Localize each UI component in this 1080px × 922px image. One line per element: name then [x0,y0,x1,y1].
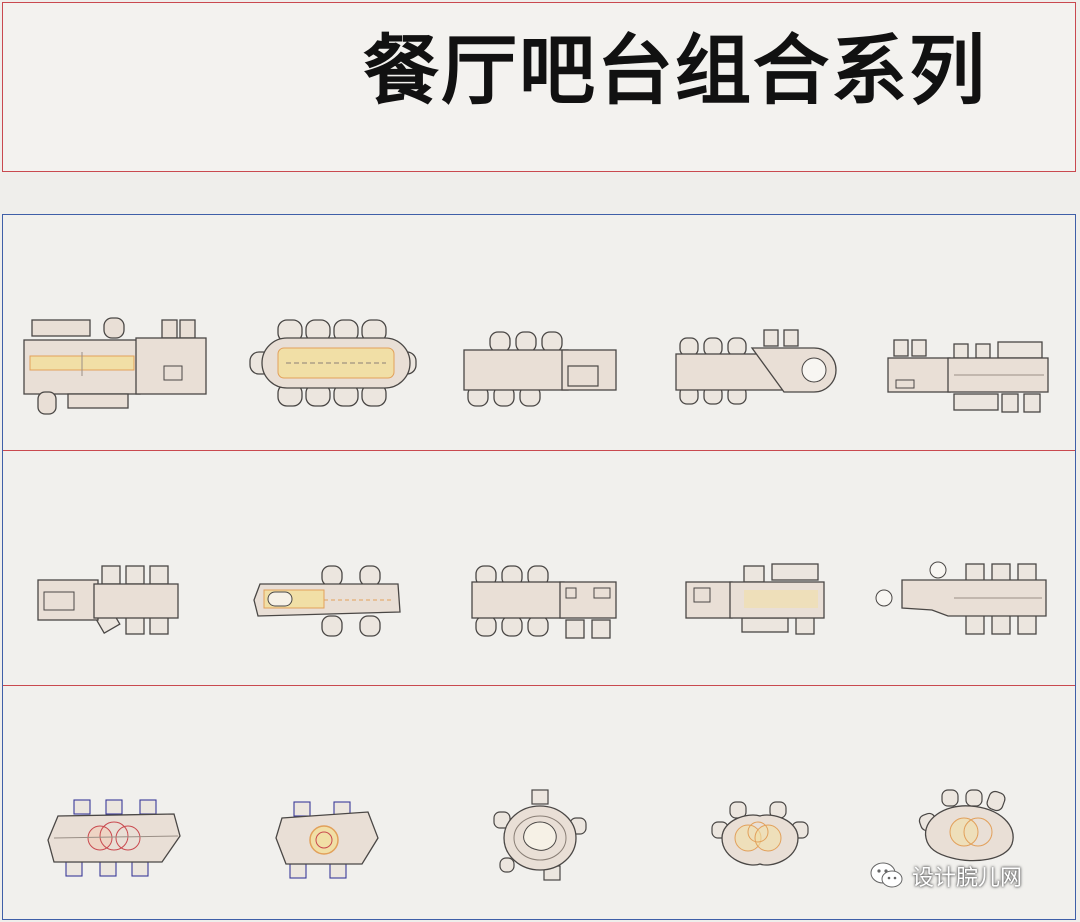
bar-layout-11 [47,799,181,877]
bar-layout-12 [275,801,379,879]
bar-layout-13 [493,789,587,881]
bar-layout-8 [471,565,617,639]
row-divider-2 [3,685,1075,686]
bar-layout-7 [253,565,401,637]
bar-layout-6 [37,565,179,635]
title-banner: 餐厅吧台组合系列 [2,2,1076,172]
bar-layout-5 [887,339,1049,413]
page-title: 餐厅吧台组合系列 [363,26,987,115]
bar-layout-2 [249,319,417,407]
bar-layout-15 [918,789,1014,862]
wechat-icon [870,862,903,888]
watermark: 设计脘儿网 [870,858,1022,894]
bar-layout-10 [875,561,1047,635]
row-divider-1 [3,450,1075,451]
watermark-text: 设计脘儿网 [912,866,1023,891]
bar-layout-1 [23,317,207,415]
bar-layout-9 [685,563,825,635]
bar-layout-3 [463,331,617,407]
bar-layout-14 [711,801,809,866]
bar-layout-4 [675,329,837,405]
